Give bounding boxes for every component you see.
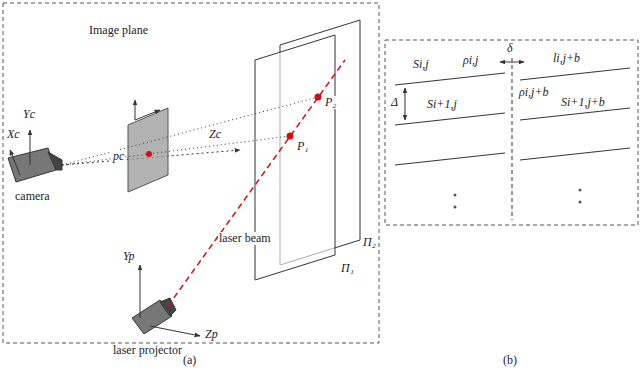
axis (150, 326, 200, 336)
point-name: pc (112, 150, 125, 163)
shift-symbol: δ (506, 42, 514, 55)
axis-name: Yc (22, 108, 36, 121)
part-name: laser projector (112, 344, 183, 357)
axis (30, 130, 31, 165)
panel-frame (3, 3, 379, 343)
stripe-name: Si+1,j (426, 98, 458, 111)
light-point (315, 94, 322, 101)
shift-arrow (500, 62, 524, 63)
panel-caption: (a) (182, 354, 197, 367)
axis-name: Yp (122, 250, 136, 263)
spacing-symbol: Δ (390, 96, 399, 109)
axis (140, 265, 141, 318)
axis-name: Zc (208, 128, 222, 141)
part-name: camera (14, 190, 51, 203)
point-name: P₂ (324, 96, 338, 109)
point-name: ρi,j+b (518, 86, 550, 99)
point-name: ρi,j (462, 54, 479, 67)
panel-frame (385, 40, 638, 225)
axis (135, 100, 136, 120)
image-point (146, 151, 152, 157)
plane-name: Π₁ (340, 262, 355, 275)
image-plane (128, 108, 168, 192)
axis (135, 110, 160, 120)
stripe-lines (395, 68, 630, 165)
laser-beam (168, 60, 345, 306)
axis (10, 150, 20, 175)
divider (512, 58, 513, 220)
stripe-name: Si+1,j+b (560, 96, 606, 109)
axis-name: Zp (204, 328, 219, 341)
panel-caption: (b) (502, 354, 518, 367)
spacing-arrow (405, 88, 406, 120)
plane-name: Image plane (88, 24, 149, 37)
camera-ray (62, 136, 290, 165)
stripe-name: Si,j (412, 58, 430, 71)
camera-body (8, 148, 62, 182)
point-name: P₁ (296, 140, 310, 153)
plane-name: Π₂ (362, 236, 377, 249)
stripe-name: li,j+b (552, 52, 581, 65)
light-point (287, 133, 294, 140)
continuation-dots (454, 189, 582, 209)
beam-name: laser beam (218, 232, 272, 245)
axis-name: Xc (6, 128, 21, 141)
camera-ray (62, 97, 318, 165)
